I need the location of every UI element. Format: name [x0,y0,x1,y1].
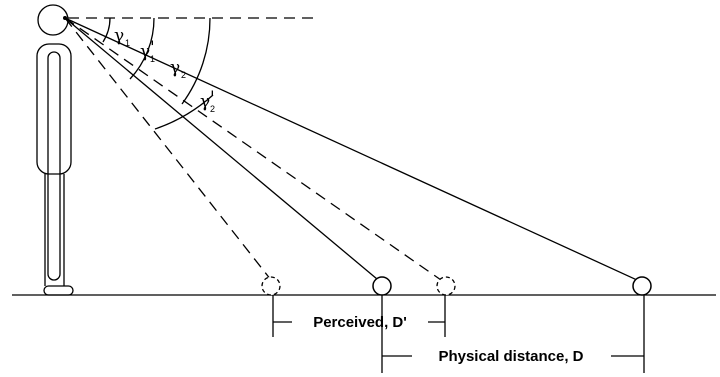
sight-line-perceived-near [64,17,272,281]
angle-label-gamma1-prime: γ ' 1 [140,38,155,64]
angle-arc-gamma1-prime [129,17,155,80]
angle-label-gamma1-prime-mark: ' [150,38,155,58]
angle-label-gamma2-sub: 2 [181,70,186,80]
perceived-distance-label: Perceived, D' [313,314,407,331]
angle-label-gamma1-prime-letter: γ [140,42,150,62]
angle-label-gamma1-sub: 1 [125,38,130,48]
observer-torso [36,43,72,175]
angle-label-gamma1-letter: γ [114,26,124,46]
physical-distance-label: Physical distance, D [438,348,583,365]
observer-arm [47,51,61,281]
angle-label-gamma2-prime: γ ' 2 [200,88,215,114]
observer-head [37,4,69,36]
perceived-distance-dimension: Perceived, D' [273,314,445,331]
physical-object-far [632,276,652,296]
angle-arc-gamma1 [102,17,111,43]
perceived-object-near [261,276,281,296]
angle-arc-gamma2-prime [154,94,214,130]
observer-foot [43,285,74,296]
angle-arc-gamma2 [181,17,211,105]
angle-label-gamma2-letter: γ [170,58,180,78]
observer-figure [36,4,74,296]
angle-label-gamma1: γ 1 [114,26,130,48]
sight-line-physical-near [64,17,378,280]
angle-label-gamma2: γ 2 [170,58,186,80]
sight-line-perceived-far [64,17,442,281]
sight-line-physical-far [64,17,638,281]
angle-label-gamma2-prime-letter: γ [200,92,210,112]
angle-label-gamma1-prime-sub: 1 [150,54,155,64]
angle-label-gamma2-prime-mark: ' [210,88,215,108]
perceived-object-far [436,276,456,296]
angle-label-gamma2-prime-sub: 2 [210,104,215,114]
physical-distance-dimension: Physical distance, D [382,348,644,365]
physical-object-near [372,276,392,296]
